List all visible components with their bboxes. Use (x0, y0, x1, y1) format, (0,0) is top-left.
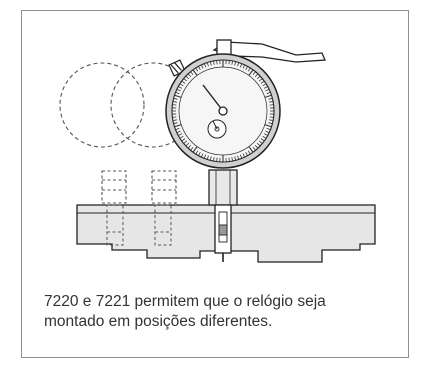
dial-indicator-on-stand-icon (59, 39, 376, 263)
lever-arm (212, 39, 326, 63)
alternate-dial-circle-left (59, 62, 145, 148)
alternate-posts (101, 170, 177, 204)
base-holes (106, 204, 172, 246)
caption-line-2: montado em posições diferentes. (44, 313, 273, 330)
indicator-stem (208, 169, 238, 262)
caption-line-1: 7220 e 7221 permitem que o relógio seja (44, 293, 326, 310)
dial-gauge (165, 53, 281, 169)
caption: 7220 e 7221 permitem que o relógio seja … (44, 292, 394, 332)
